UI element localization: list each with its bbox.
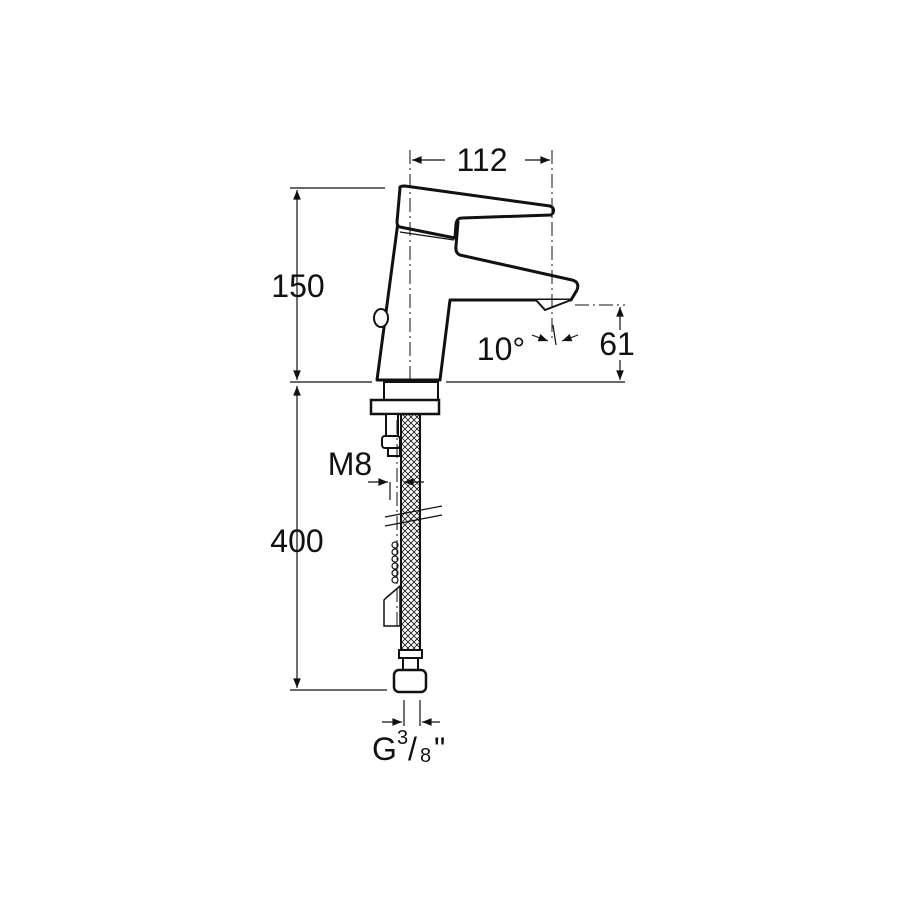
- dim-width-112: 112: [456, 142, 507, 178]
- faucet-lever: [395, 184, 556, 240]
- dim-height-150: 150: [271, 268, 324, 304]
- flange: [369, 381, 441, 416]
- plug: [383, 584, 401, 627]
- dim-connection-g38: G 3 / 8 ": [372, 727, 445, 767]
- aerator: [535, 299, 572, 312]
- chain: [391, 541, 399, 584]
- dim-angle-10: 10°: [477, 331, 525, 367]
- svg-text:G: G: [372, 731, 397, 767]
- dim-spout-61: 61: [599, 326, 635, 362]
- dim-hose-400: 400: [270, 523, 323, 559]
- svg-text:3: 3: [397, 727, 408, 749]
- svg-text:/: /: [408, 731, 417, 767]
- pop-up-rod: [381, 413, 401, 627]
- dim-thread-m8: M8: [328, 446, 372, 482]
- svg-text:8: 8: [420, 745, 431, 767]
- hose-nut: [392, 668, 428, 694]
- pop-up-knob: [373, 308, 389, 328]
- svg-text:": ": [434, 731, 445, 767]
- hose: [392, 381, 428, 694]
